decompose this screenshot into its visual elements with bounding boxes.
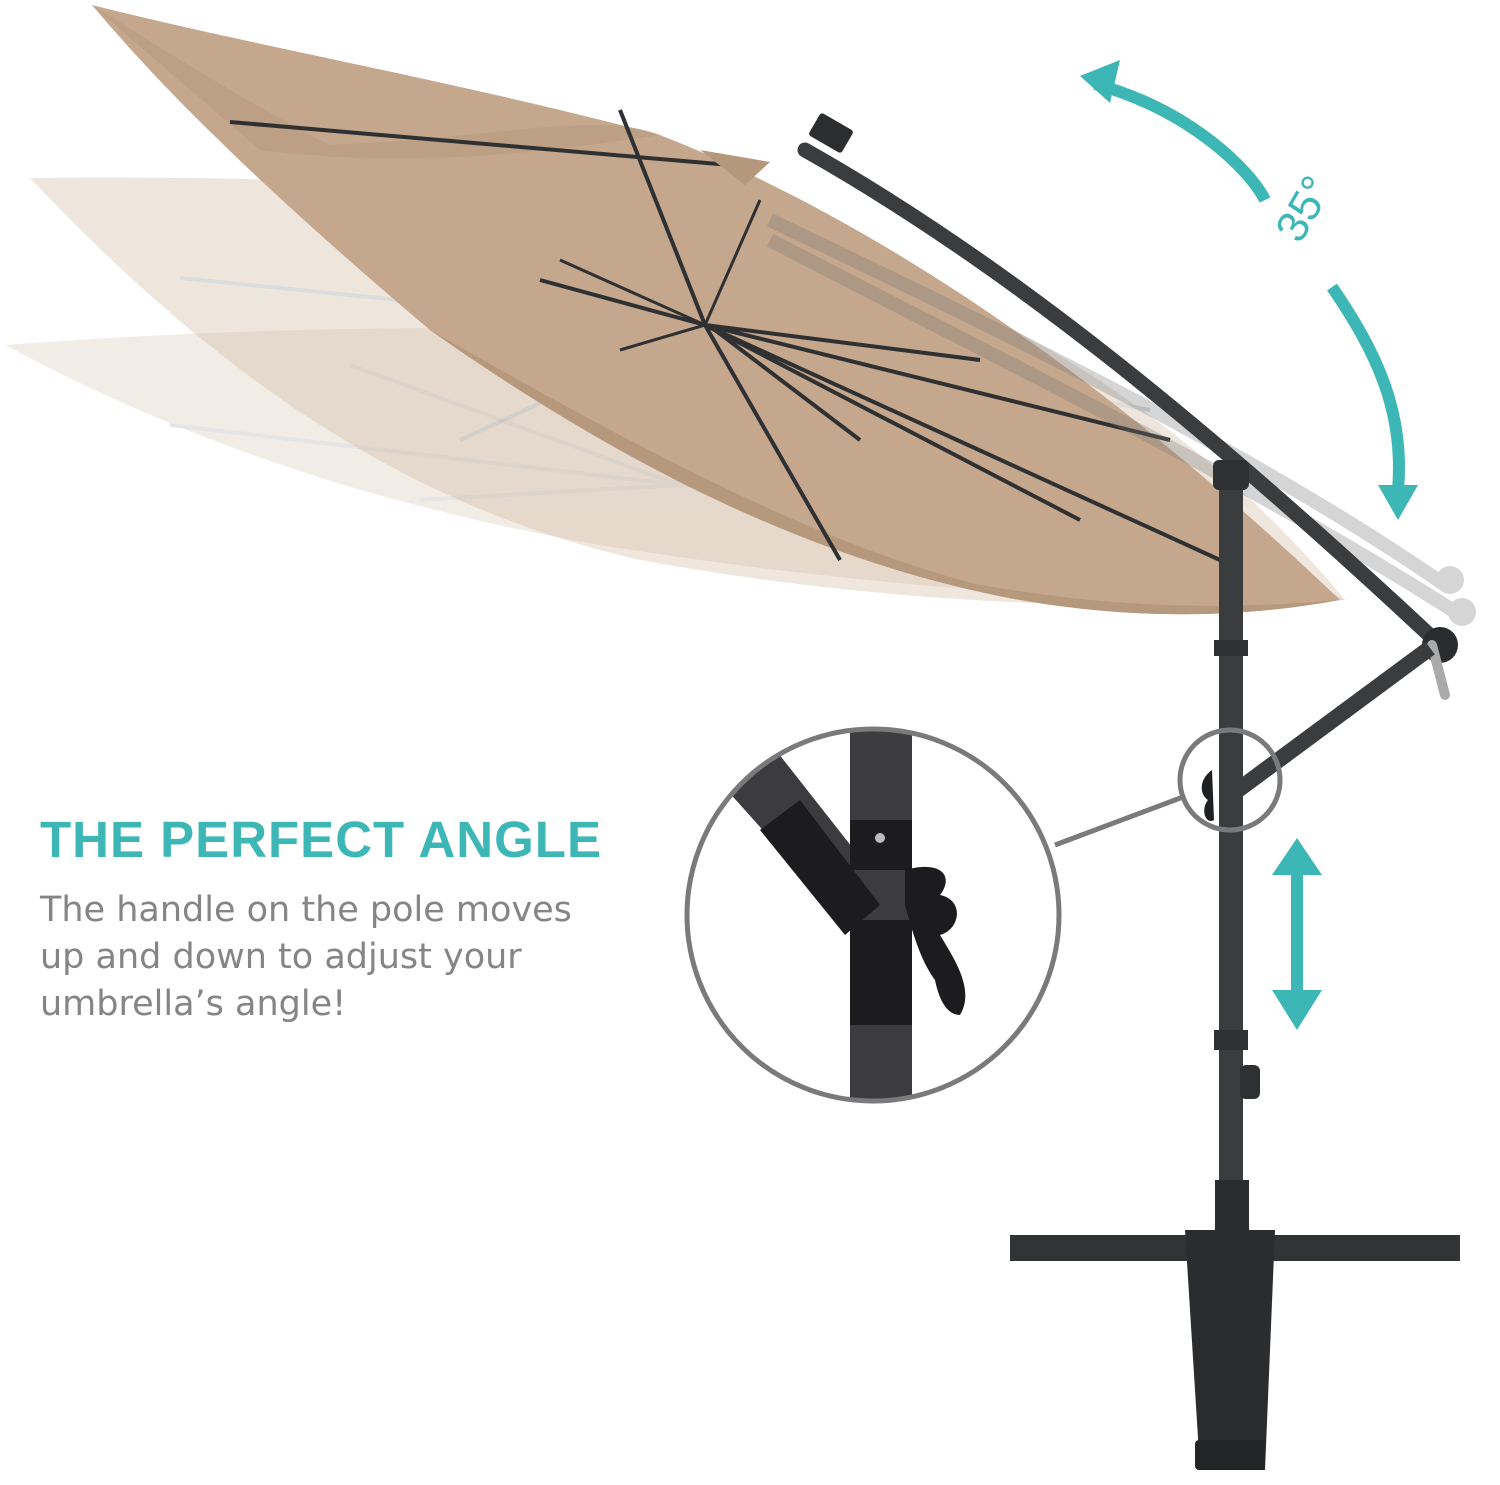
solar-panel: [809, 113, 853, 153]
tilt-arrow-head-top: [1080, 60, 1120, 103]
tilt-angle-label: 35°: [1266, 168, 1342, 250]
canopy-main: [92, 5, 1340, 615]
pole: [1219, 470, 1243, 1260]
ghost-arms: [766, 213, 1476, 626]
cross-base: [1010, 1180, 1460, 1470]
height-arrow-head-top: [1272, 838, 1322, 875]
description-line-2: up and down to adjust your: [40, 937, 522, 977]
description-line-3: umbrella’s angle!: [40, 984, 347, 1024]
pole-handle: [1201, 770, 1214, 821]
tilt-arrow-head-bottom: [1378, 485, 1418, 520]
description-line-1: The handle on the pole moves: [40, 890, 572, 930]
zoom-detail: [684, 726, 1062, 1104]
pole-knob: [1240, 1065, 1260, 1099]
height-arrow-head-bottom: [1272, 990, 1322, 1030]
crank-handle: [1427, 640, 1450, 700]
magnifier-connector: [1054, 794, 1184, 848]
pole-joint: [1213, 460, 1249, 490]
curved-double-arrow-icon: [1093, 78, 1405, 491]
headline: THE PERFECT ANGLE: [40, 811, 602, 868]
umbrella-arm: [797, 142, 1448, 653]
support-brace: [1233, 641, 1435, 797]
magnifier-small-circle: [1177, 727, 1283, 833]
